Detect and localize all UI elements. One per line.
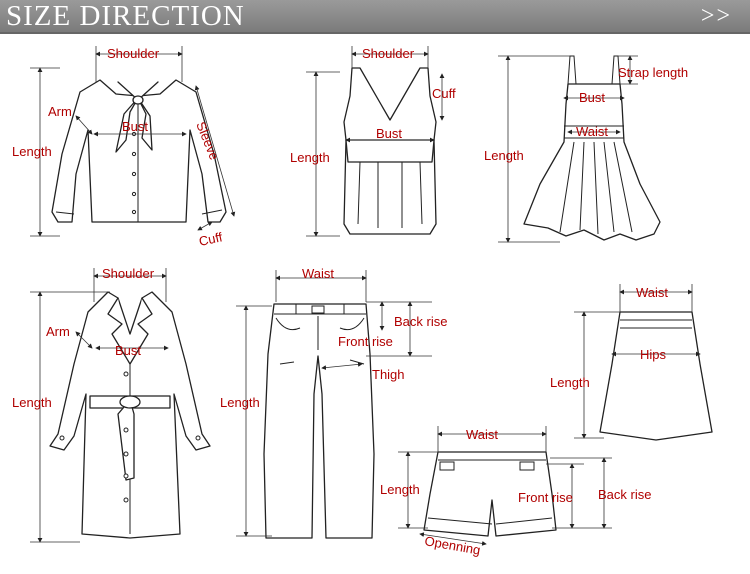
coat-shoulder-label: Shoulder [102, 266, 155, 281]
dress-bust-label: Bust [579, 90, 605, 105]
tank-top-bust-label: Bust [376, 126, 402, 141]
blouse-shoulder-label: Shoulder [107, 46, 160, 61]
skirt-hips-label: Hips [640, 347, 667, 362]
skirt-figure [574, 284, 713, 441]
shorts-front-rise-label: Front rise [518, 490, 573, 505]
pants-thigh-label: Thigh [372, 367, 405, 382]
next-arrows[interactable]: >> [700, 3, 732, 29]
dress-waist-label: Waist [576, 124, 608, 139]
size-diagram: Shoulder Arm Bust Length Sleeve Cuff Sho… [12, 46, 713, 558]
shorts-waist-label: Waist [466, 427, 498, 442]
blouse-bust-label: Bust [122, 119, 148, 134]
dress-figure [498, 55, 661, 243]
page-title: SIZE DIRECTION [6, 0, 245, 32]
tank-top-figure [306, 46, 445, 237]
shorts-figure [398, 426, 612, 546]
skirt-length-label: Length [550, 375, 590, 390]
dress-length-label: Length [484, 148, 524, 163]
coat-arm-label: Arm [46, 324, 70, 339]
dress-strap-length-label: Strap length [618, 65, 688, 80]
skirt-waist-label: Waist [636, 285, 668, 300]
tank-top-shoulder-label: Shoulder [362, 46, 415, 61]
tank-top-cuff-label: Cuff [432, 86, 456, 101]
header-bar: SIZE DIRECTION >> [0, 0, 750, 34]
pants-front-rise-label: Front rise [338, 334, 393, 349]
shorts-opening-label: Openning [423, 533, 481, 558]
tank-top-length-label: Length [290, 150, 330, 165]
coat-length-label: Length [12, 395, 52, 410]
blouse-cuff-label: Cuff [198, 229, 225, 249]
pants-back-rise-label: Back rise [394, 314, 447, 329]
shorts-back-rise-label: Back rise [598, 487, 651, 502]
blouse-figure [30, 46, 236, 237]
blouse-length-label: Length [12, 144, 52, 159]
coat-bust-label: Bust [115, 343, 141, 358]
blouse-arm-label: Arm [48, 104, 72, 119]
coat-figure [30, 268, 211, 543]
pants-length-label: Length [220, 395, 260, 410]
shorts-length-label: Length [380, 482, 420, 497]
pants-waist-label: Waist [302, 266, 334, 281]
pants-figure [236, 270, 432, 539]
